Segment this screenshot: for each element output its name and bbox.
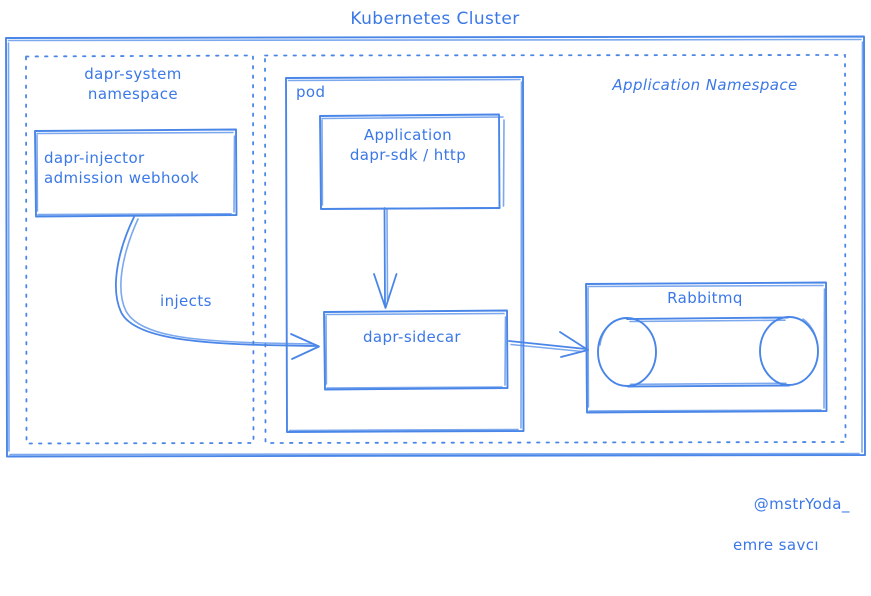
- sidecar-to-rabbitmq-arrow: [508, 331, 589, 358]
- rabbitmq-box: [585, 281, 828, 414]
- diagram-vector-layer: .stroke { fill: none; stroke: #4a86e8; s…: [5, 35, 866, 458]
- kubernetes-cluster-frame: [5, 35, 866, 458]
- application-box: [319, 113, 505, 210]
- pod-frame: [285, 76, 525, 433]
- dapr-injector-box: [34, 128, 238, 218]
- signature-author: emre savcı: [733, 535, 819, 554]
- dapr-system-namespace-frame: [25, 54, 255, 445]
- dapr-sidecar-box: [323, 309, 509, 391]
- rabbitmq-queue-cylinder: [597, 316, 819, 388]
- application-to-sidecar-arrow: [373, 207, 398, 309]
- injects-arrow: [115, 216, 320, 360]
- diagram-canvas: .stroke { fill: none; stroke: #4a86e8; s…: [5, 9, 866, 554]
